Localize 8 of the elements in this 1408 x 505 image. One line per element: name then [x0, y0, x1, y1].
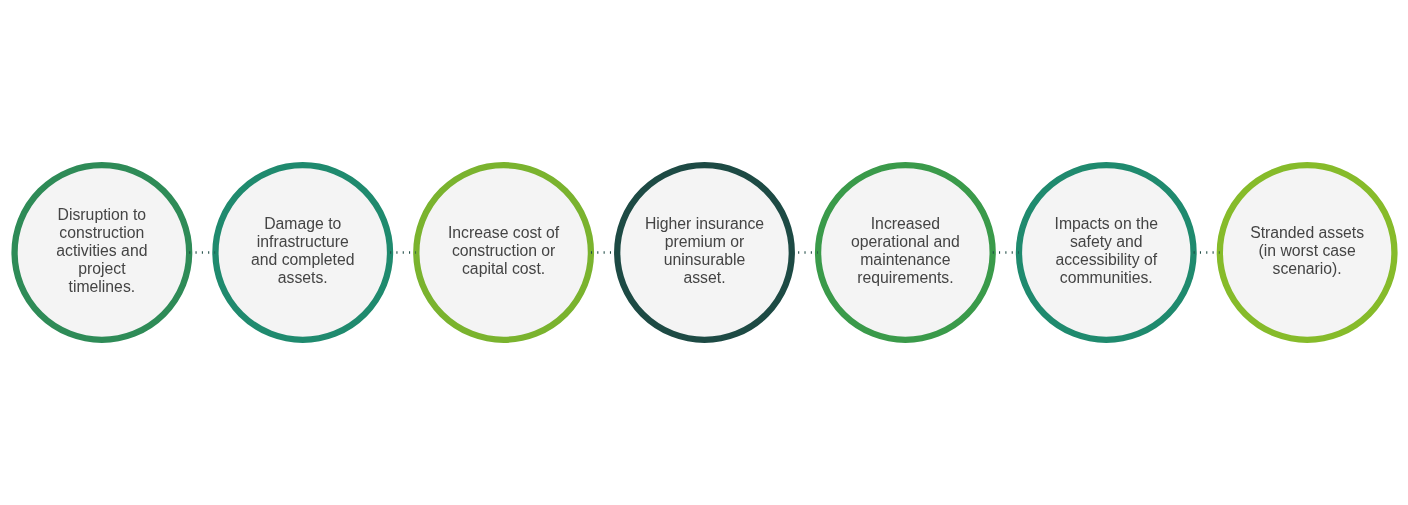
- node-circle: Impacts on the safety and accessibility of communities.: [1015, 162, 1197, 343]
- node-circle: Stranded assets (in worst case scenario).: [1216, 162, 1398, 343]
- node-circle: Disruption to construction activities and project timelines.: [10, 162, 192, 343]
- node-circle: Damage to infrastructure and completed assets.: [211, 162, 393, 343]
- node-circle: Increased operational and maintenance requirements.: [814, 162, 996, 343]
- node-circle: Increase cost of construction or capital cost.: [412, 162, 594, 343]
- connector: [188, 251, 215, 254]
- node-circle: Higher insurance premium or uninsurable asset.: [613, 162, 795, 343]
